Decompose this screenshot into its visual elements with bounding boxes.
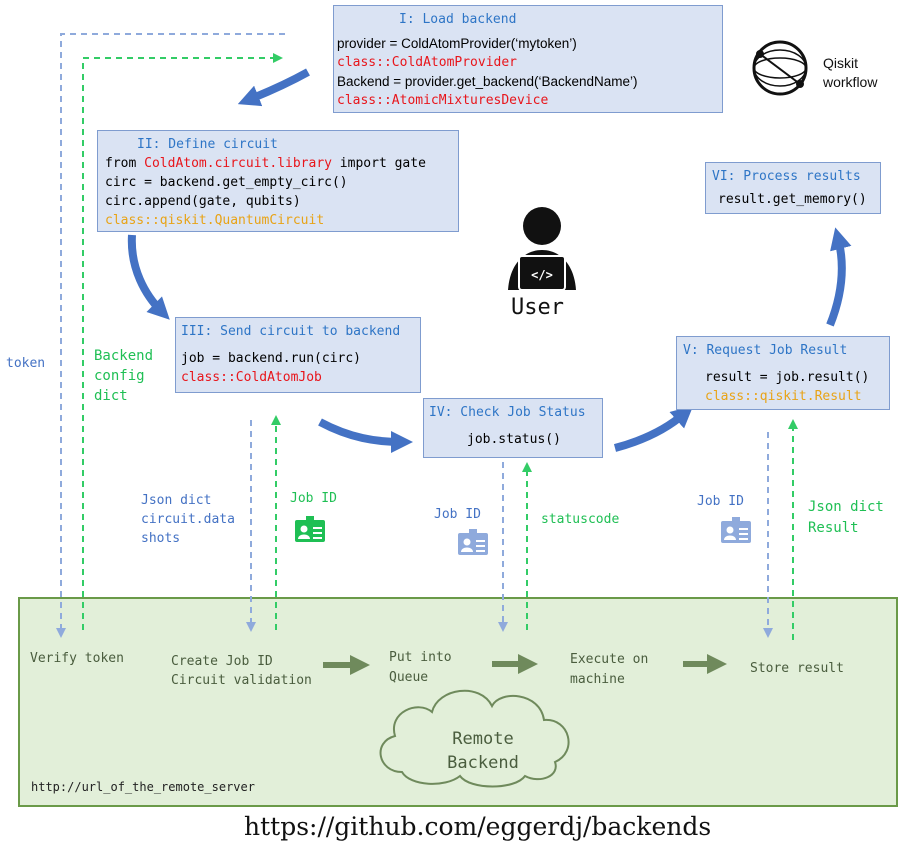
code-line: job.status(): [467, 432, 561, 447]
step-title: I: Load backend: [399, 12, 517, 27]
code-line: Backend = provider.get_backend(‘BackendN…: [337, 74, 638, 89]
class-line: class::qiskit.QuantumCircuit: [105, 213, 325, 228]
json-dict-label: Json dict circuit.data shots: [141, 493, 235, 546]
step-request-result: V: Request Job Result result = job.resul…: [676, 336, 890, 410]
code-line: circ.append(gate, qubits): [105, 194, 301, 209]
step-title: V: Request Job Result: [683, 343, 848, 358]
step-send-circuit: III: Send circuit to backend job = backe…: [175, 317, 421, 393]
job-id-label-blue-2: Job ID: [697, 494, 744, 509]
token-arrow: [56, 33, 285, 638]
code-line: provider = ColdAtomProvider(‘mytoken’): [337, 36, 577, 51]
github-url: https://github.com/eggerdj/backends: [244, 812, 712, 841]
remote-backend-label: Remote Backend: [447, 729, 519, 773]
token-label: token: [6, 356, 46, 371]
id-card-icon-blue-1: [458, 529, 488, 555]
class-line: class::ColdAtomProvider: [337, 55, 518, 70]
flow-arrow-1-2: [237, 68, 310, 107]
flow-arrow-5-6: [826, 227, 852, 327]
step-title: III: Send circuit to backend: [181, 324, 401, 339]
server-url-label: http://url_of_the_remote_server: [31, 780, 255, 794]
flow-arrow-2-3: [127, 234, 170, 320]
step-process-results: VI: Process results result.get_memory(): [705, 162, 881, 214]
user-developer-icon: </>: [508, 207, 576, 291]
code-line: result.get_memory(): [718, 192, 867, 207]
code-line: result = job.result(): [705, 370, 870, 385]
verify-token-label: Verify token: [30, 651, 124, 666]
store-result-label: Store result: [750, 661, 844, 676]
backend-config-arrow: [82, 53, 283, 630]
user-label: User: [511, 295, 564, 320]
qiskit-logo-icon: [752, 40, 808, 96]
queue-label: Put into Queue: [389, 650, 452, 685]
code-line: circ = backend.get_empty_circ(): [105, 175, 348, 190]
step-title: VI: Process results: [712, 169, 861, 184]
svg-text:</>: </>: [531, 268, 553, 282]
qiskit-workflow-label: Qiskit workflow: [823, 55, 878, 90]
job-id-label-blue-1: Job ID: [434, 507, 481, 522]
class-line: class::ColdAtomJob: [181, 370, 322, 385]
flow-arrow-3-4: [318, 418, 413, 453]
id-card-icon-blue-2: [721, 517, 751, 543]
step-load-backend: I: Load backend provider = ColdAtomProvi…: [333, 5, 723, 113]
class-line: class::qiskit.Result: [705, 389, 862, 404]
step-check-status: IV: Check Job Status job.status(): [423, 398, 603, 458]
execute-label: Execute on machine: [570, 652, 649, 687]
code-line: job = backend.run(circ): [181, 351, 362, 366]
flow-arrow-4-5: [613, 405, 694, 452]
step-define-circuit: II: Define circuit from ColdAtom.circuit…: [97, 130, 459, 232]
id-card-icon-green: [295, 516, 325, 542]
code-line: from ColdAtom.circuit.library import gat…: [105, 156, 426, 171]
job-id-label-green: Job ID: [290, 491, 337, 506]
cloud-shape: [379, 689, 570, 788]
create-job-label: Create Job ID Circuit validation: [171, 654, 312, 688]
json-result-label: Json dict Result: [808, 499, 884, 536]
backend-config-label: Backend config dict: [94, 348, 154, 404]
step-title: II: Define circuit: [137, 137, 278, 152]
class-line: class::AtomicMixturesDevice: [337, 93, 549, 108]
step-title: IV: Check Job Status: [429, 405, 586, 420]
statuscode-label: statuscode: [541, 512, 620, 527]
